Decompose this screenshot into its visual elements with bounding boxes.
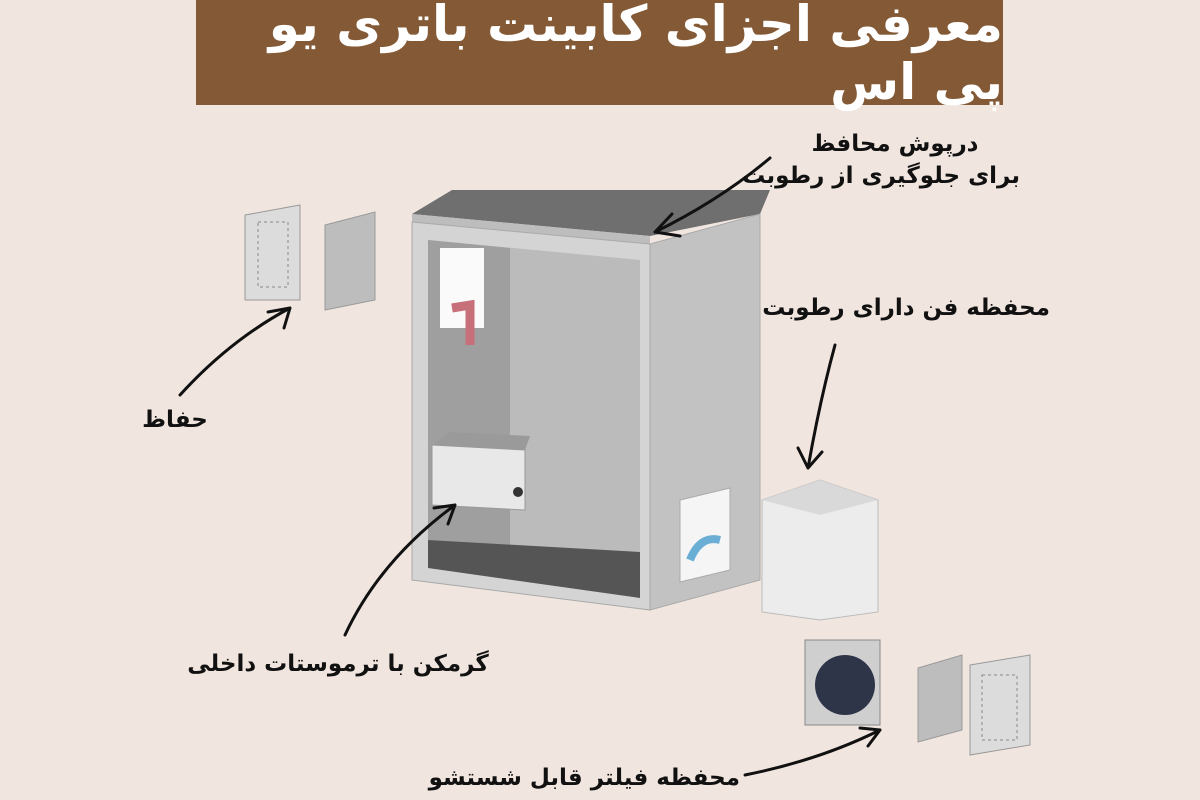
thermostat-knob-icon [513, 487, 523, 497]
side-vent-opening [679, 487, 731, 583]
arrow-fan-housing [796, 343, 837, 470]
filter-mesh-icon [324, 211, 376, 311]
airflow-arrow-icon [686, 535, 721, 562]
arrow-guard [178, 306, 292, 397]
label-fan-housing: محفظه فن دارای رطوبت [762, 295, 1050, 321]
heater-top [432, 432, 530, 450]
label-filter-housing: محفظه فیلتر قابل شستشو [428, 765, 740, 791]
label-cover: درپوش محافظ برای جلوگیری از رطوبت [742, 128, 1020, 192]
page-title: معرفی اجزای کابینت باتری یو پی اس [268, 0, 1003, 111]
arrow-filter [743, 726, 882, 777]
title-banner: معرفی اجزای کابینت باتری یو پی اس [196, 0, 1003, 111]
callout-arrows [178, 156, 882, 777]
label-cover-line2: برای جلوگیری از رطوبت [742, 163, 1020, 189]
arrow-cover [653, 156, 772, 238]
cabinet-roof [412, 190, 770, 236]
cabinet-side [649, 213, 761, 611]
fan-hood-top [762, 480, 878, 515]
label-heater: گرمکن با ترموستات داخلی [187, 651, 489, 677]
heater-unit [431, 444, 526, 511]
guard-grille-icon [244, 204, 301, 301]
heater-pipe-icon [451, 299, 475, 345]
guard-grille-bottom-icon [969, 654, 1031, 756]
label-guard: حفاظ [142, 407, 208, 433]
label-cover-line1: درپوش محافظ [811, 131, 979, 157]
arrow-heater [343, 503, 457, 637]
cabinet-roof-edge [412, 214, 650, 244]
cabinet-floor [428, 540, 640, 598]
interior-panel [440, 248, 484, 328]
fan-unit-icon [804, 639, 881, 726]
filter-mesh-bottom-icon [917, 654, 963, 743]
